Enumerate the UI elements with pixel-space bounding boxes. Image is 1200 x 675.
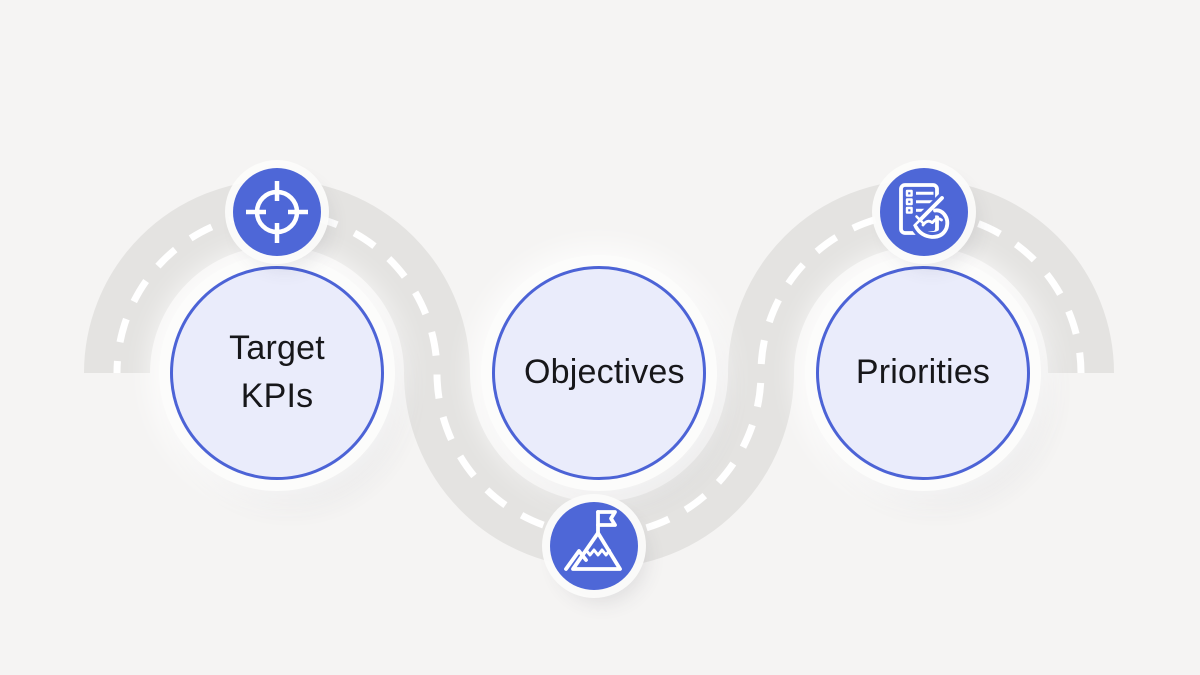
step-circle-priorities: Priorities xyxy=(816,266,1030,480)
step-icon-badge-objectives xyxy=(550,502,638,590)
checklist-pen-icon xyxy=(899,183,953,242)
crosshair-target-icon xyxy=(246,181,308,243)
mountain-flag-icon xyxy=(564,510,622,571)
step-label-priorities: Priorities xyxy=(855,353,991,392)
step-icon-badge-priorities xyxy=(880,168,968,256)
step-icon-badge-target-kpis xyxy=(233,168,321,256)
step-circle-objectives: Objectives xyxy=(492,266,706,480)
step-label-target-kpis: Target KPIs xyxy=(229,329,325,415)
step-label-objectives: Objectives xyxy=(524,353,685,392)
step-circle-target-kpis: Target KPIs xyxy=(170,266,384,480)
